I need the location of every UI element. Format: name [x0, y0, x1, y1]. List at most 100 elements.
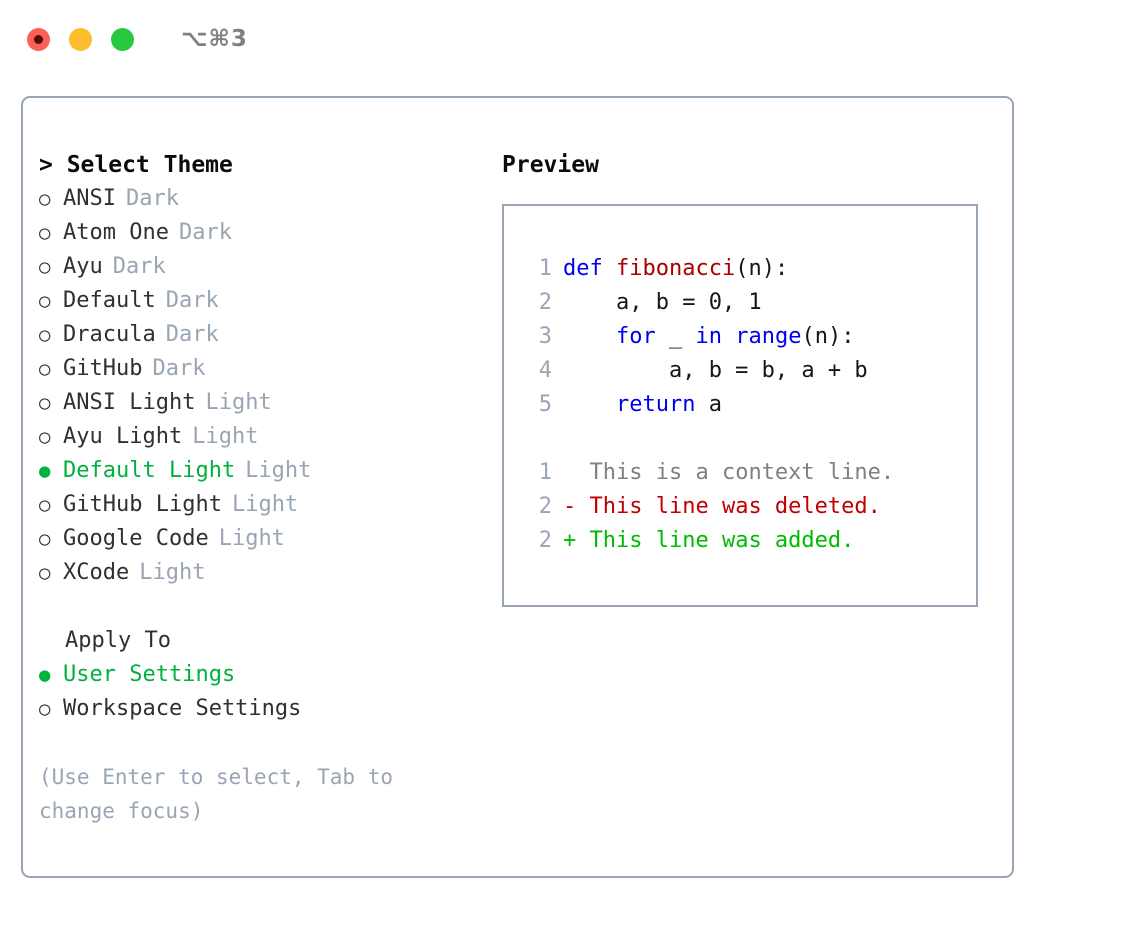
diff-text: This is a context line. [589, 460, 895, 485]
theme-variant-badge: Light [231, 492, 299, 517]
code-line: 3 for _ in range(n): [522, 320, 976, 354]
theme-option-label: Dracula [63, 322, 156, 347]
line-number: 2 [538, 290, 552, 315]
theme-variant-badge: Dark [125, 186, 179, 211]
radio-unselected-icon: ○ [39, 256, 51, 278]
code-line-text: def fibonacci(n): [563, 252, 788, 286]
theme-option-label: XCode [63, 560, 130, 585]
apply-to-option-label: User Settings [63, 662, 236, 687]
apply-to-option-row[interactable]: ○Workspace Settings [39, 692, 479, 726]
theme-option-label: GitHub [63, 356, 143, 381]
theme-option-row[interactable]: ○ GitHub Light Light [39, 488, 479, 522]
select-theme-header: > Select Theme [39, 152, 233, 178]
zoom-button-icon[interactable] [111, 27, 134, 51]
line-number: 3 [538, 324, 552, 349]
radio-selected-icon: ● [39, 664, 51, 686]
theme-option-row[interactable]: ○ Ayu Dark [39, 250, 479, 284]
code-line-text: a, b = b, a + b [563, 354, 868, 388]
apply-to-list: ● User Settings ○Workspace Settings [39, 658, 479, 726]
code-line: 2 a, b = 0, 1 [522, 286, 976, 320]
radio-unselected-icon: ○ [39, 358, 51, 380]
diff-line: 2- This line was deleted. [522, 490, 976, 524]
theme-variant-badge: Dark [178, 220, 232, 245]
theme-variant-badge: Light [139, 560, 206, 585]
apply-to-option-label: Workspace Settings [63, 696, 302, 721]
code-line-text: a, b = 0, 1 [563, 286, 762, 320]
theme-option-label: Ayu Light [63, 424, 183, 449]
theme-option-row[interactable]: ○ Google Code Light [39, 522, 479, 556]
diff-sign: - [563, 494, 577, 519]
code-token [722, 324, 735, 349]
theme-option-row[interactable]: ○ Dracula Dark [39, 318, 479, 352]
line-number: 1 [538, 460, 552, 485]
code-token: (n): [801, 324, 855, 349]
code-token: return [615, 392, 696, 417]
line-number: 1 [538, 256, 552, 281]
radio-unselected-icon: ○ [39, 562, 51, 584]
code-line: 1 def fibonacci(n): [522, 252, 976, 286]
theme-option-label: Atom One [63, 220, 169, 245]
window-controls [27, 27, 134, 51]
theme-option-label: Ayu [63, 254, 103, 279]
line-number: 2 [538, 528, 552, 553]
radio-selected-icon: ● [39, 460, 51, 482]
theme-option-label: ANSI Light [63, 390, 196, 415]
radio-unselected-icon: ○ [39, 188, 51, 210]
diff-text: This line was deleted. [589, 494, 881, 519]
code-token: _ [655, 324, 696, 349]
theme-variant-badge: Light [192, 424, 259, 449]
record-dot-icon [34, 34, 43, 44]
radio-unselected-icon: ○ [39, 324, 51, 346]
line-number: 4 [538, 358, 552, 383]
diff-sign: + [563, 528, 577, 553]
code-token: for [615, 324, 656, 349]
keyboard-shortcut-label: ⌥⌘3 [181, 26, 248, 52]
theme-variant-badge: Dark [165, 288, 219, 313]
diff-text: This line was added. [589, 528, 855, 553]
code-token: def [563, 256, 616, 281]
line-number: 2 [538, 494, 552, 519]
code-token [563, 324, 616, 349]
theme-option-label: Default Light [63, 458, 236, 483]
minimize-button-icon[interactable] [69, 27, 92, 51]
theme-variant-badge: Dark [112, 254, 166, 279]
theme-option-label: Default [63, 288, 156, 313]
keyboard-hint-text: (Use Enter to select, Tab to change focu… [39, 765, 406, 823]
code-token: a, b = b, a + b [563, 358, 868, 383]
preview-header: Preview [502, 152, 599, 178]
code-token [563, 392, 616, 417]
code-token: in [695, 324, 722, 349]
code-line-text: return a [563, 388, 722, 422]
code-token: a [695, 392, 722, 417]
radio-unselected-icon: ○ [39, 494, 51, 516]
radio-unselected-icon: ○ [39, 528, 51, 550]
radio-unselected-icon: ○ [39, 290, 51, 312]
code-token: (n): [735, 256, 789, 281]
diff-line-body: + This line was added. [563, 524, 854, 558]
close-button-icon[interactable] [27, 27, 50, 51]
apply-to-option-row[interactable]: ● User Settings [39, 658, 479, 692]
theme-option-label: GitHub Light [63, 492, 222, 517]
radio-unselected-icon: ○ [39, 392, 51, 414]
theme-option-label: Google Code [63, 526, 209, 551]
diff-line-body: - This line was deleted. [563, 490, 881, 524]
theme-option-row[interactable]: ○ Default Dark [39, 284, 479, 318]
code-token: a, b = 0, 1 [563, 290, 762, 315]
theme-variant-badge: Dark [165, 322, 219, 347]
theme-option-row[interactable]: ○ XCode Light [39, 556, 479, 590]
diff-line: 1 This is a context line. [522, 456, 976, 490]
apply-to-title: Apply To [65, 628, 171, 653]
theme-variant-badge: Light [218, 526, 285, 551]
